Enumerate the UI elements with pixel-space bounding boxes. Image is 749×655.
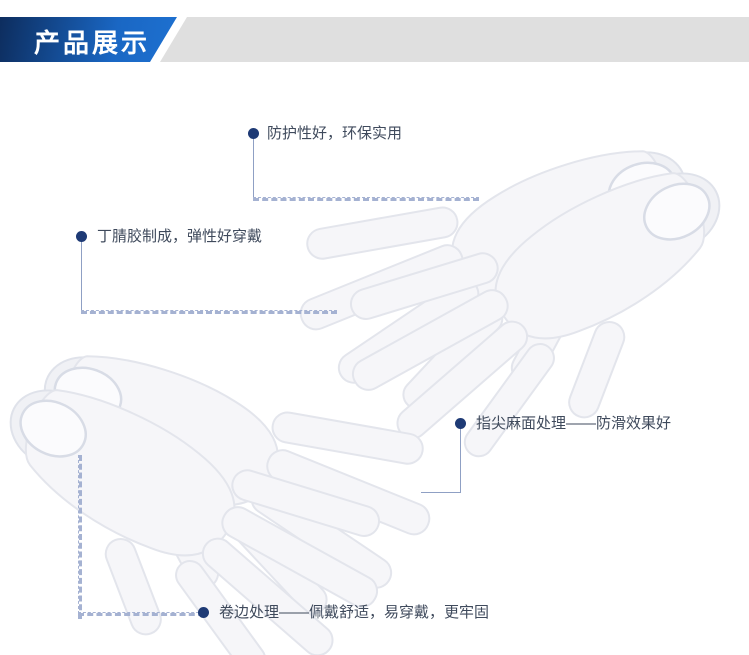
callout-1-label: 防护性好，环保实用 — [267, 125, 403, 142]
callout-4-connector-vertical — [78, 455, 82, 619]
callout-3-connector-horizontal — [421, 492, 461, 493]
page-title: 产品展示 — [34, 28, 151, 58]
callout-4-connector-horizontal — [78, 612, 204, 616]
callout-4-bullet-icon — [198, 607, 209, 618]
callout-1-connector-vertical — [253, 138, 254, 198]
callout-4-label: 卷边处理——佩戴舒适，易穿戴，更牢固 — [219, 604, 490, 621]
banner-gray-stripe — [160, 17, 749, 62]
callout-1-connector-horizontal — [253, 197, 479, 201]
callout-1-bullet-icon — [248, 128, 259, 139]
callout-3-label: 指尖麻面处理——防滑效果好 — [476, 415, 672, 432]
callout-3-bullet-icon — [455, 418, 466, 429]
callout-2-bullet-icon — [76, 231, 87, 242]
callout-2-connector-vertical — [81, 241, 82, 311]
callout-2-connector-horizontal — [81, 310, 337, 314]
glove-pair-bottom-image — [0, 306, 458, 655]
banner-blue-ribbon — [0, 17, 177, 62]
callout-2-label: 丁腈胶制成，弹性好穿戴 — [97, 228, 263, 245]
callout-3-connector-vertical — [460, 428, 461, 492]
